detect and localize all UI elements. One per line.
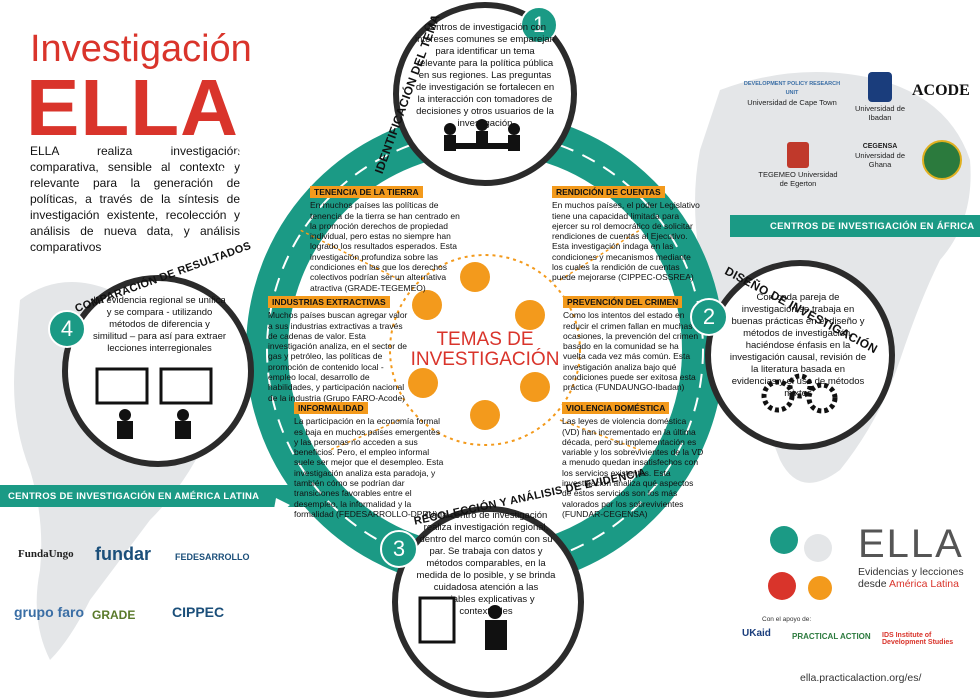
topic-icon-extractive xyxy=(412,290,442,320)
topic-informality: INFORMALIDAD La participación en la econ… xyxy=(294,402,444,519)
topic-crime: PREVENCIÓN DEL CRIMEN Como los intentos … xyxy=(563,296,703,393)
topic-icon-accountability xyxy=(515,300,545,330)
tegemeo-crest-icon xyxy=(787,142,809,168)
topic-crime-text: Como los intentos del estado en reducir … xyxy=(563,310,699,393)
logo-fundar: fundar xyxy=(95,544,151,564)
logo-fundaungo: FundaUngo xyxy=(18,548,74,560)
research-icon xyxy=(418,596,507,650)
center-title: TEMAS DE INVESTIGACIÓN xyxy=(405,330,565,370)
center-title-line2: INVESTIGACIÓN xyxy=(410,349,560,370)
step-3-number: 3 xyxy=(380,530,418,568)
logo-ibadan: Universidad de Ibadan xyxy=(850,72,910,122)
logo-dpru: DEVELOPMENT POLICY RESEARCH UNIT Univers… xyxy=(743,81,841,107)
ring-arrow-icon xyxy=(655,150,675,172)
topic-violence-text: Las leyes de violencia doméstica (VD) ha… xyxy=(562,416,704,519)
logo-ukaid: UKaid xyxy=(742,628,771,639)
step-1-number: 1 xyxy=(520,6,558,44)
topic-extractive: INDUSTRIAS EXTRACTIVAS Muchos países bus… xyxy=(268,296,413,403)
logo-cippec: CIPPEC xyxy=(172,604,225,620)
logo-grupo-faro: grupo faro xyxy=(14,604,84,620)
topic-violence-label: VIOLENCIA DOMÉSTICA xyxy=(562,402,670,415)
topic-extractive-label: INDUSTRIAS EXTRACTIVAS xyxy=(268,296,390,309)
topic-violence: VIOLENCIA DOMÉSTICA Las leyes de violenc… xyxy=(562,402,704,519)
step-2-text: Con cada pareja de investigación se trab… xyxy=(729,292,867,399)
topic-land-label: TENENCIA DE LA TIERRA xyxy=(310,186,423,199)
logo-acode: ACODE xyxy=(912,82,970,99)
title-line2: ELLA xyxy=(26,63,239,152)
ring-arrow-icon xyxy=(272,498,290,520)
logo-grade: GRADE xyxy=(92,608,136,622)
center-title-line1: TEMAS DE xyxy=(436,329,534,350)
topic-crime-label: PREVENCIÓN DEL CRIMEN xyxy=(563,296,683,309)
logo-ossrea xyxy=(922,140,962,180)
brand-tagline: Evidencias y lecciones desde América Lat… xyxy=(858,566,964,590)
intro-text: ELLA realiza investigación comparativa, … xyxy=(30,144,240,254)
title-line1: Investigación xyxy=(30,28,252,70)
ibadan-crest-icon xyxy=(868,72,892,102)
support-label: Con el apoyo de: xyxy=(762,616,812,623)
latam-band-label: CENTROS DE INVESTIGACIÓN EN AMÉRICA LATI… xyxy=(8,491,260,502)
topic-accountability-label: RENDICIÓN DE CUENTAS xyxy=(552,186,665,199)
step-3-text: Cada centro de investigación realiza inv… xyxy=(416,510,556,617)
logo-cegensa: CEGENSA Universidad de Ghana xyxy=(854,143,906,169)
step-4-circle xyxy=(62,275,254,467)
logo-practical-action: PRACTICAL ACTION xyxy=(792,632,871,641)
step-2-number: 2 xyxy=(690,298,728,336)
topic-icon-crime xyxy=(520,372,550,402)
logo-tegemeo: TEGEMEO Universidad de Egerton xyxy=(758,142,838,188)
africa-band xyxy=(730,215,980,237)
topic-extractive-text: Muchos países buscan agregar valor a sus… xyxy=(268,310,408,403)
africa-band-label: CENTROS DE INVESTIGACIÓN EN ÁFRICA xyxy=(770,221,975,232)
step-4-text: La evidencia regional se unifica y se co… xyxy=(92,295,227,354)
brand-name: ELLA xyxy=(858,522,964,566)
topic-informality-label: INFORMALIDAD xyxy=(294,402,368,415)
topic-land-text: En muchos países las políticas de tenenc… xyxy=(310,200,460,293)
brand-tagline-1: Evidencias y lecciones xyxy=(858,566,964,578)
step-2-circle xyxy=(705,260,895,450)
ring-arrow-icon xyxy=(680,480,700,502)
compare-icon xyxy=(95,367,213,439)
logo-fedesarrollo: FEDESARROLLO xyxy=(175,552,250,562)
meeting-icon xyxy=(444,119,520,151)
step-4-number: 4 xyxy=(48,310,86,348)
topic-icon-informality xyxy=(408,368,438,398)
latam-band xyxy=(0,485,320,507)
website-url[interactable]: ella.practicalaction.org/es/ xyxy=(800,672,922,684)
logo-ids: IDS Institute of Development Studies xyxy=(882,632,954,646)
topic-informality-text: La participación en la economía formal e… xyxy=(294,416,444,519)
step-1-circle xyxy=(393,2,577,186)
brand-tagline-2: desde América Latina xyxy=(858,578,959,590)
topic-land: TENENCIA DE LA TIERRA En muchos países l… xyxy=(310,186,460,293)
topic-icon-land xyxy=(460,262,490,292)
ella-brand-icon xyxy=(768,526,832,600)
topic-accountability: RENDICIÓN DE CUENTAS En muchos países, e… xyxy=(552,186,700,283)
topic-icon-violence xyxy=(470,400,500,430)
topic-accountability-text: En muchos países, el poder Legislativo t… xyxy=(552,200,700,283)
gears-icon xyxy=(761,373,838,414)
